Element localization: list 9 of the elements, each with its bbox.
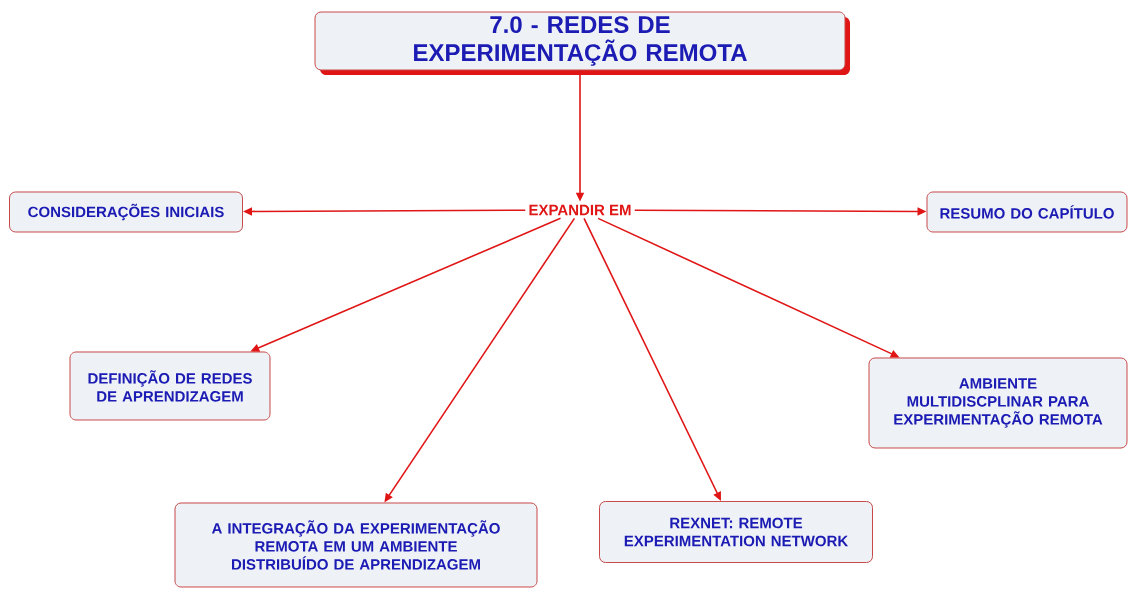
topic-box: AMBIENTE MULTIDISCPLINAR PARA EXPERIMENTAÇÃO REMOTA: [868, 357, 1128, 449]
topic-box: A INTEGRAÇÃO DA EXPERIMENTAÇÃO REMOTA EM UM AMBIENTE DISTRIBUÍDO DE APRENDIZAGEM: [174, 502, 538, 588]
topic-box: RESUMO DO CAPÍTULO: [926, 191, 1128, 233]
arrow: [583, 217, 721, 501]
topic-box: CONSIDERAÇÕES INICIAIS: [9, 191, 243, 233]
topic-box: REXNET: REMOTE EXPERIMENTATION NETWORK: [599, 501, 873, 563]
topic-box: DEFINIÇÃO DE REDES DE APRENDIZAGEM: [69, 351, 271, 421]
title-box: 7.0 - REDES DE EXPERIMENTAÇÃO REMOTA: [314, 11, 850, 75]
connector-label: EXPANDIR EM: [529, 204, 631, 216]
